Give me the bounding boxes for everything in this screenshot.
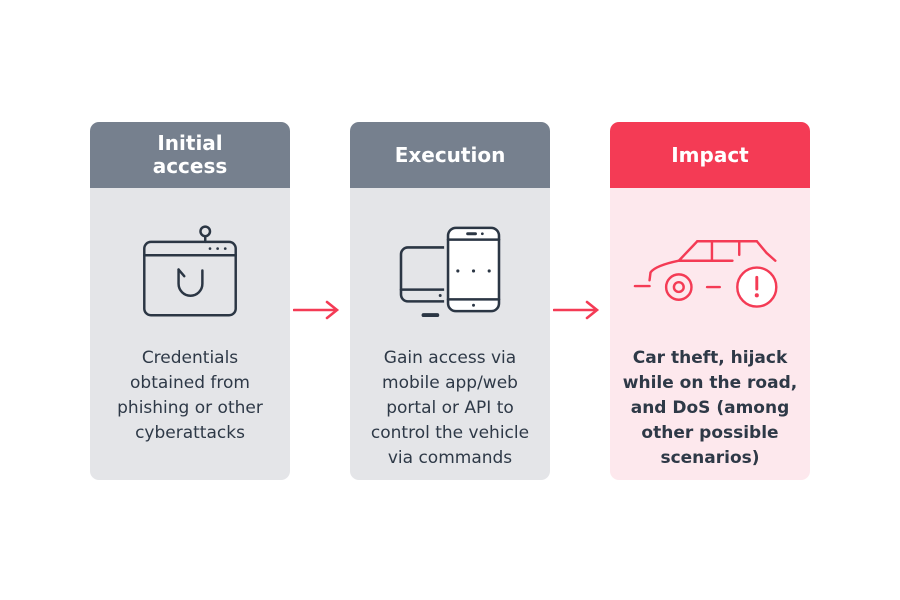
car-warning-icon: [633, 240, 778, 308]
stage-body-initial-access: Credentials obtained from phishing or ot…: [90, 188, 290, 480]
stage-title: Execution: [394, 142, 506, 167]
stage-description: Car theft, hijack while on the road, and…: [622, 348, 798, 468]
icon-area: [391, 188, 509, 346]
stage-card-initial-access: Initial access Credentials obtained from…: [90, 122, 290, 480]
stage-title: Initial access: [152, 131, 228, 178]
devices-monitor-phone-icon: [399, 223, 503, 318]
stage-description: Gain access via mobile app/web portal or…: [370, 348, 530, 468]
stage-description: Credentials obtained from phishing or ot…: [117, 348, 263, 443]
flow-arrow-1: [293, 300, 340, 320]
stage-header-initial-access: Initial access: [90, 122, 290, 188]
stage-header-impact: Impact: [610, 122, 810, 188]
stage-body-impact: Car theft, hijack while on the road, and…: [610, 188, 810, 480]
stage-header-execution: Execution: [350, 122, 550, 188]
icon-area: [137, 188, 243, 346]
stage-body-execution: Gain access via mobile app/web portal or…: [350, 188, 550, 480]
flow-arrow-2: [553, 300, 600, 320]
stage-card-execution: Execution: [350, 122, 550, 480]
icon-area: [632, 188, 788, 346]
stage-title: Impact: [671, 142, 749, 167]
stage-card-impact: Impact: [610, 122, 810, 480]
phishing-browser-hook-icon: [143, 225, 237, 317]
